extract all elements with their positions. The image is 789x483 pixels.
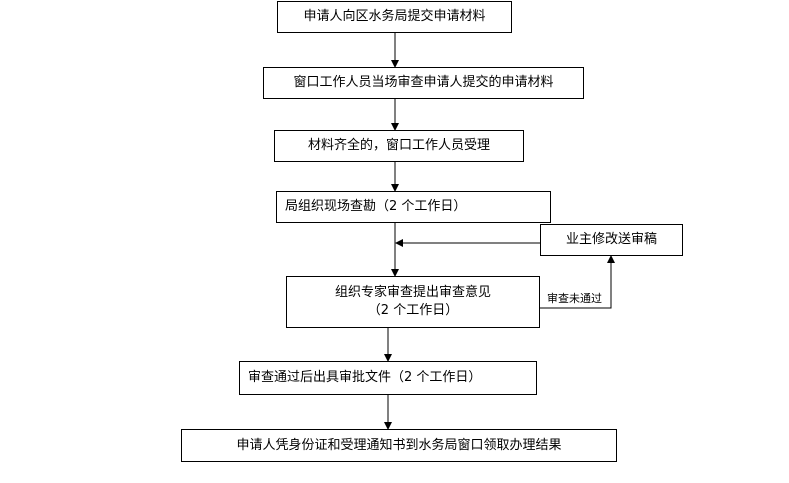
step-collect-result: 申请人凭身份证和受理通知书到水务局窗口领取办理结果 [181, 429, 617, 462]
step-issue-approval-label: 审查通过后出具审批文件（2 个工作日） [248, 370, 482, 386]
step-owner-revise-label: 业主修改送审稿 [565, 232, 657, 248]
step-owner-revise: 业主修改送审稿 [540, 224, 683, 256]
step-window-review-label: 窗口工作人员当场审查申请人提交的申请材料 [293, 75, 554, 91]
step-expert-review-label-line2: （2 个工作日） [367, 303, 459, 318]
step-expert-review: 组织专家审查提出审查意见 （2 个工作日） [286, 276, 540, 328]
step-issue-approval: 审查通过后出具审批文件（2 个工作日） [239, 361, 537, 395]
step-site-survey-label: 局组织现场查勘（2 个工作日） [285, 199, 467, 215]
step-site-survey: 局组织现场查勘（2 个工作日） [276, 191, 551, 223]
step-submit-materials-label: 申请人向区水务局提交申请材料 [303, 9, 486, 25]
step-accept-label: 材料齐全的，窗口工作人员受理 [307, 138, 490, 154]
step-expert-review-label-line1: 组织专家审查提出审查意见 [334, 285, 491, 301]
step-accept: 材料齐全的，窗口工作人员受理 [274, 130, 524, 162]
step-collect-result-label: 申请人凭身份证和受理通知书到水务局窗口领取办理结果 [236, 437, 562, 453]
arrow-reject-to-revise [540, 255, 615, 309]
edge-label-review-rejected: 审查未通过 [547, 292, 602, 305]
step-submit-materials: 申请人向区水务局提交申请材料 [277, 1, 512, 33]
step-window-review: 窗口工作人员当场审查申请人提交的申请材料 [263, 67, 584, 99]
